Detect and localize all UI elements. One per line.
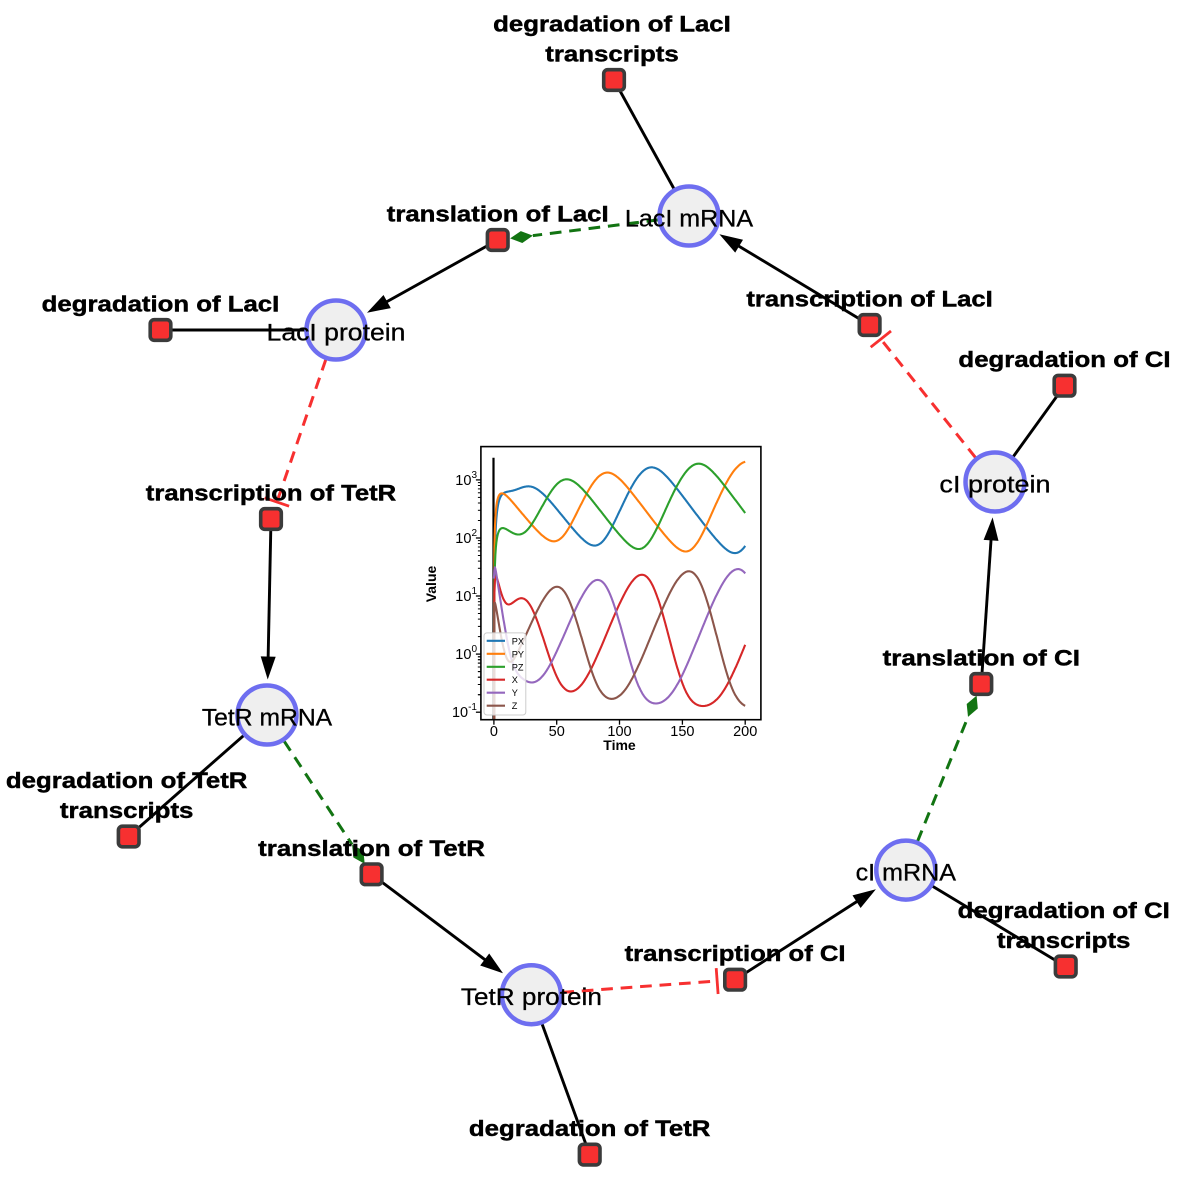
svg-text:150: 150 xyxy=(670,724,694,740)
svg-text:LacI mRNA: LacI mRNA xyxy=(625,205,753,232)
svg-text:degradation of LacI: degradation of LacI xyxy=(493,11,731,36)
svg-text:degradation of CI: degradation of CI xyxy=(958,347,1170,372)
svg-text:101: 101 xyxy=(455,586,477,605)
svg-text:transcripts: transcripts xyxy=(997,928,1131,953)
svg-text:Time: Time xyxy=(603,737,636,753)
svg-text:PY: PY xyxy=(512,649,524,659)
svg-text:transcripts: transcripts xyxy=(545,42,679,67)
svg-text:TetR protein: TetR protein xyxy=(461,984,602,1011)
svg-text:degradation of TetR: degradation of TetR xyxy=(469,1116,711,1141)
svg-text:Z: Z xyxy=(512,701,518,711)
svg-text:transcripts: transcripts xyxy=(60,798,194,823)
svg-text:transcription of CI: transcription of CI xyxy=(625,941,846,966)
svg-text:degradation of TetR: degradation of TetR xyxy=(6,768,248,793)
svg-text:0: 0 xyxy=(490,724,498,740)
svg-text:PZ: PZ xyxy=(512,662,524,672)
svg-text:degradation of LacI: degradation of LacI xyxy=(42,292,280,317)
svg-text:PX: PX xyxy=(512,636,524,646)
svg-text:103: 103 xyxy=(455,470,477,489)
svg-text:200: 200 xyxy=(733,724,757,740)
svg-text:translation of CI: translation of CI xyxy=(883,646,1080,671)
svg-text:X: X xyxy=(512,675,518,685)
svg-text:degradation of CI: degradation of CI xyxy=(958,898,1170,923)
svg-text:102: 102 xyxy=(455,528,477,547)
svg-text:10-1: 10-1 xyxy=(452,702,477,721)
svg-text:LacI protein: LacI protein xyxy=(267,319,406,346)
svg-text:TetR mRNA: TetR mRNA xyxy=(202,704,332,731)
svg-text:100: 100 xyxy=(455,644,477,663)
svg-text:cI mRNA: cI mRNA xyxy=(856,859,956,886)
svg-text:100: 100 xyxy=(607,724,631,740)
svg-text:Y: Y xyxy=(512,688,518,698)
svg-text:50: 50 xyxy=(549,724,565,740)
svg-text:translation of LacI: translation of LacI xyxy=(387,202,609,227)
svg-text:transcription of LacI: transcription of LacI xyxy=(746,287,992,312)
svg-text:transcription of TetR: transcription of TetR xyxy=(146,481,397,506)
svg-text:translation of TetR: translation of TetR xyxy=(258,836,485,861)
svg-text:cI protein: cI protein xyxy=(939,471,1050,498)
svg-text:Value: Value xyxy=(423,566,439,603)
